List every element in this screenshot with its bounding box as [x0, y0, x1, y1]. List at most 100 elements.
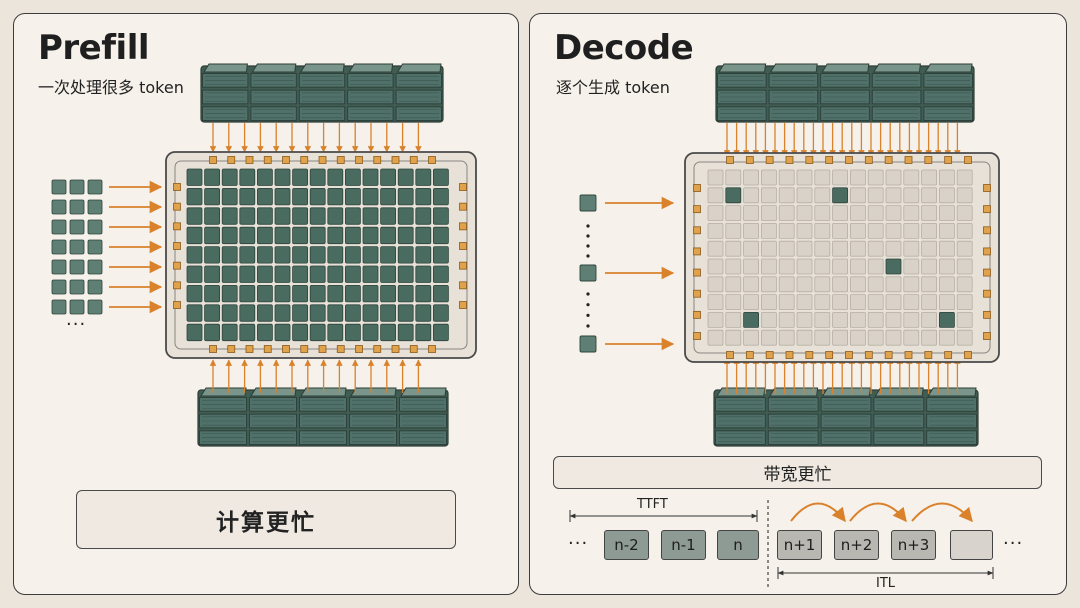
compute-cell-active — [362, 246, 379, 264]
compute-cell-active — [432, 207, 449, 225]
compute-cell-idle — [903, 311, 920, 328]
compute-cell-active — [362, 207, 379, 225]
compute-cell-active — [832, 187, 848, 204]
compute-cell-idle — [956, 311, 973, 328]
prefill-title: Prefill — [38, 28, 150, 68]
chip-pad — [459, 222, 467, 231]
compute-cell-idle — [885, 276, 902, 293]
compute-cell-active — [380, 226, 397, 245]
compute-cell-active — [380, 246, 397, 264]
compute-cell-idle — [867, 258, 884, 275]
compute-cell-idle — [939, 205, 955, 222]
compute-cell-idle — [725, 169, 742, 186]
compute-cell-idle — [814, 222, 831, 239]
compute-cell-idle — [867, 311, 884, 328]
chip-pad — [209, 156, 217, 164]
chip-pad — [983, 205, 991, 214]
compute-cell-idle — [939, 294, 955, 311]
compute-cell-active — [344, 187, 361, 206]
compute-cell-idle — [903, 329, 920, 346]
chip-pad — [693, 289, 701, 298]
chip-pad — [173, 183, 181, 191]
compute-cell-active — [362, 168, 379, 186]
memory-die-top — [200, 387, 247, 397]
input-token-block — [69, 299, 85, 315]
compute-cell-active — [362, 323, 379, 342]
compute-cell-active — [239, 265, 256, 283]
compute-cell-active — [725, 187, 742, 204]
chip-pad — [983, 268, 991, 277]
compute-cell-idle — [885, 205, 902, 222]
compute-cell-idle — [885, 222, 902, 239]
compute-cell-active — [362, 284, 379, 303]
compute-cell-active — [256, 323, 273, 342]
compute-cell-active — [380, 207, 397, 225]
input-token-block — [87, 239, 103, 255]
compute-cell-active — [256, 246, 273, 264]
compute-cell-active — [186, 187, 203, 206]
compute-cell-idle — [778, 276, 795, 293]
input-token-block — [51, 279, 67, 295]
compute-cell-active — [344, 304, 361, 322]
compute-cell-active — [221, 226, 238, 245]
autoregressive-arrow — [911, 502, 973, 523]
compute-cell-active — [292, 246, 309, 264]
chip-pad — [904, 156, 913, 164]
compute-cell-active — [221, 246, 238, 264]
chip-pad — [944, 351, 953, 359]
chip-pad — [459, 242, 467, 250]
compute-cell-active — [415, 265, 432, 283]
compute-cell-active — [309, 187, 326, 206]
compute-cell-idle — [850, 276, 866, 293]
input-token-block — [51, 259, 67, 275]
chip-pad — [983, 289, 991, 298]
input-token-block — [69, 259, 85, 275]
decode-graphic — [579, 63, 1000, 447]
compute-cell-idle — [796, 329, 813, 346]
chip-pad — [765, 156, 774, 164]
compute-cell-active — [292, 187, 309, 206]
compute-cell-idle — [761, 187, 777, 204]
compute-cell-idle — [743, 258, 759, 275]
compute-cell-active — [292, 207, 309, 225]
compute-cell-idle — [903, 205, 920, 222]
compute-cell-idle — [778, 329, 795, 346]
compute-cell-active — [432, 265, 449, 283]
compute-cell-idle — [725, 240, 742, 257]
token-past: n-2 — [604, 530, 649, 560]
chip-pad — [428, 156, 436, 164]
compute-cell-active — [309, 246, 326, 264]
compute-cell-active — [274, 168, 291, 186]
chip-pad — [745, 351, 754, 359]
compute-cell-idle — [850, 169, 866, 186]
compute-cell-active — [327, 304, 344, 322]
ttft-label: TTFT — [637, 497, 668, 512]
bandwidth-busy-label: 带宽更忙 — [553, 456, 1042, 489]
compute-cell-active — [327, 246, 344, 264]
chip-pad — [924, 156, 933, 164]
compute-cell-idle — [796, 222, 813, 239]
compute-cell-active — [274, 226, 291, 245]
input-token-block — [87, 179, 103, 195]
chip-pad — [282, 156, 290, 164]
compute-cell-idle — [778, 222, 795, 239]
autoregressive-arrow — [849, 502, 907, 523]
compute-cell-active — [415, 323, 432, 342]
compute-cell-idle — [867, 240, 884, 257]
compute-cell-idle — [939, 329, 955, 346]
compute-cell-idle — [707, 222, 724, 239]
compute-cell-idle — [850, 329, 866, 346]
vertical-ellipsis-dot — [586, 303, 590, 307]
input-token-block — [69, 179, 85, 195]
compute-cell-idle — [885, 169, 902, 186]
compute-cell-active — [221, 207, 238, 225]
chip-pad — [805, 156, 814, 164]
compute-cell-active — [415, 304, 432, 322]
compute-cell-idle — [885, 329, 902, 346]
chip-pad — [904, 351, 913, 359]
compute-cell-active — [327, 323, 344, 342]
compute-cell-active — [362, 226, 379, 245]
compute-cell-idle — [903, 258, 920, 275]
compute-cell-active — [743, 311, 759, 328]
prefill-graphic — [51, 63, 477, 447]
